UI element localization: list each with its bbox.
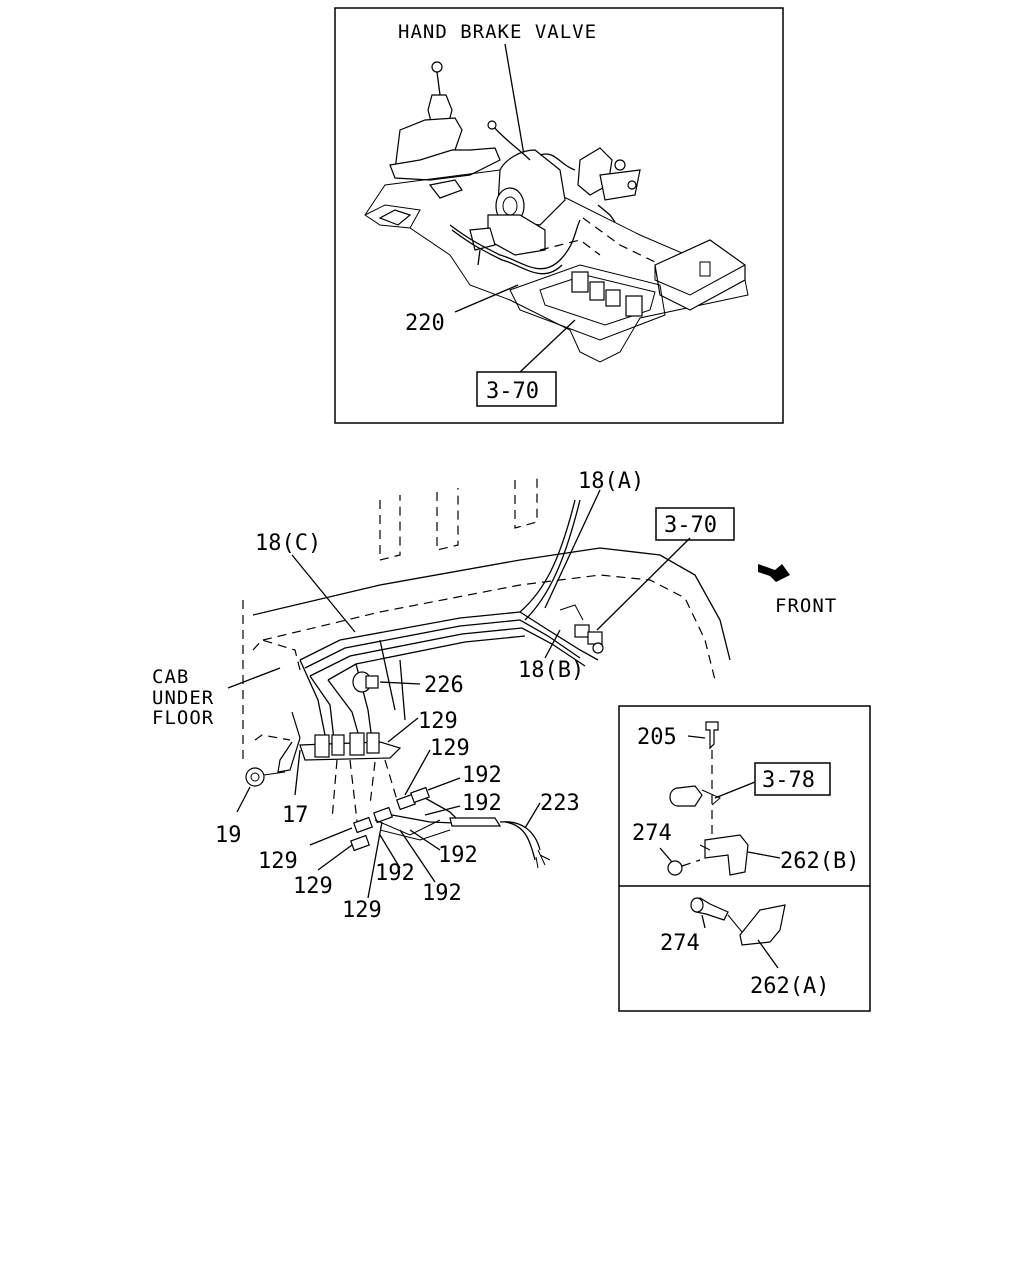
label-192-c: 192: [438, 843, 478, 868]
leader-192-e: [379, 834, 401, 869]
label-18A: 18(A): [578, 469, 644, 494]
leader-129-c: [309, 827, 353, 846]
top-inset-frame: [334, 7, 784, 424]
leader-3-78: [714, 781, 756, 799]
label-129-e: 129: [342, 898, 382, 923]
label-129-c: 129: [258, 849, 298, 874]
ref-3-70-main: 3-70: [664, 513, 717, 538]
label-262A: 262(A): [750, 974, 829, 999]
leader-19: [236, 786, 251, 813]
top-inset: HAND BRAKE VALVE: [334, 7, 784, 424]
label-205: 205: [637, 725, 677, 750]
main-view: 18(A) 18(B) 18(C) 3-70 FRONT CAB UNDER F…: [152, 469, 837, 923]
hand-brake-lever-drawing: [364, 61, 749, 363]
label-19: 19: [215, 823, 242, 848]
detail-inset: 205 3-78 274 262(B) 274 262(A): [618, 705, 871, 1012]
leader-274-a: [701, 914, 706, 929]
leader-205: [687, 735, 706, 739]
label-17: 17: [282, 803, 309, 828]
leader-3-70-top: [519, 319, 576, 373]
leader-129-e: [367, 821, 383, 899]
ref-box-3-70-main: [655, 507, 735, 541]
callout-220: 220: [405, 311, 445, 336]
label-262B: 262(B): [780, 849, 859, 874]
ref-3-78: 3-78: [762, 768, 815, 793]
leader-226: [379, 681, 421, 685]
ref-3-70-top: 3-70: [486, 379, 539, 404]
label-192-d: 192: [422, 881, 462, 906]
label-18B: 18(B): [518, 658, 584, 683]
leader-17: [294, 749, 301, 796]
label-18C: 18(C): [255, 531, 321, 556]
detail-a-drawing: [690, 897, 786, 946]
frame-drawing: [242, 478, 790, 869]
leader-129-b: [404, 749, 431, 796]
label-cab: CAB: [152, 666, 189, 688]
leader-18A: [544, 489, 601, 609]
leader-192-a: [427, 777, 461, 791]
label-192-b: 192: [462, 791, 502, 816]
label-226: 226: [424, 673, 464, 698]
leader-18C: [291, 554, 356, 633]
label-129-d: 129: [293, 874, 333, 899]
leader-220: [454, 284, 519, 313]
label-129-a: 129: [418, 709, 458, 734]
ref-box-3-70-top: [476, 371, 557, 407]
leader-3-70: [596, 537, 691, 631]
leader-274-b: [659, 847, 673, 863]
detail-inset-frame: [618, 705, 871, 1012]
leader-262B: [747, 851, 781, 859]
leader-18B: [544, 629, 561, 659]
leader-129-d: [317, 844, 353, 871]
label-floor: FLOOR: [152, 707, 214, 729]
label-274-a: 274: [660, 931, 700, 956]
leader-192-c: [409, 829, 441, 851]
leader-cab-under-floor: [227, 667, 281, 689]
label-129-b: 129: [430, 736, 470, 761]
label-274-b: 274: [632, 821, 672, 846]
hand-brake-valve-title: HAND BRAKE VALVE: [398, 21, 597, 43]
leader-129-a: [387, 717, 419, 743]
detail-b-drawing: [667, 721, 749, 876]
label-192-a: 192: [462, 763, 502, 788]
label-223: 223: [540, 791, 580, 816]
label-192-e: 192: [375, 861, 415, 886]
leader-192-d: [399, 829, 436, 883]
ref-box-3-78: [754, 762, 831, 796]
leader-192-b: [424, 805, 461, 816]
leader-262A: [757, 939, 779, 969]
label-front: FRONT: [775, 595, 837, 617]
leader-223: [524, 802, 541, 829]
label-under: UNDER: [152, 687, 214, 709]
